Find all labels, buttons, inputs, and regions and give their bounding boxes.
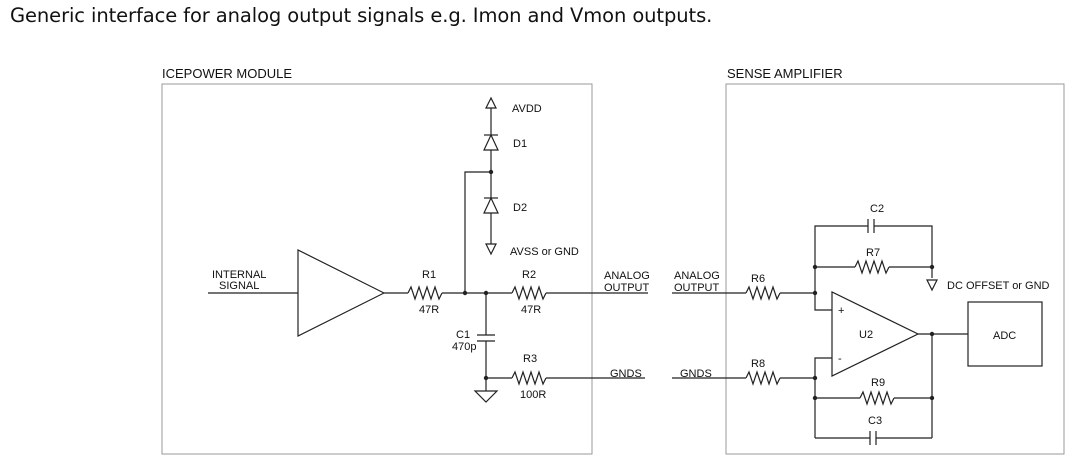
opamp-plus-label: + — [838, 305, 844, 317]
d2-label: D2 — [513, 202, 527, 214]
diode-d1 — [483, 133, 499, 151]
dc-offset-symbol — [926, 279, 938, 292]
internal-signal-label-2: SIGNAL — [219, 280, 259, 292]
sense-amplifier-label: SENSE AMPLIFIER — [727, 66, 843, 81]
resistor-r3 — [511, 370, 547, 386]
junction-r1 — [462, 290, 468, 296]
r1-label: R1 — [422, 269, 436, 281]
resistor-r6 — [745, 285, 781, 301]
resistor-r9 — [859, 390, 895, 406]
junction-r9-left — [812, 395, 818, 401]
resistor-r7 — [854, 259, 890, 275]
c1-value: 470p — [452, 341, 476, 353]
avdd-label: AVDD — [512, 103, 542, 115]
wire-to-diodes — [464, 171, 491, 293]
internal-signal-label: INTERNAL — [212, 269, 266, 281]
c3-label: C3 — [868, 415, 882, 427]
resistor-r2 — [511, 285, 547, 301]
junction-r7-right — [929, 264, 935, 270]
avss-label: AVSS or GND — [510, 246, 579, 258]
buffer-amplifier — [297, 249, 386, 337]
gnds-label-module: GNDS — [610, 368, 642, 380]
r8-label: R8 — [751, 358, 765, 370]
opamp-minus-label: - — [838, 353, 842, 365]
sense-amplifier-box — [725, 83, 1065, 455]
junction-r7-left — [812, 264, 818, 270]
resistor-r1 — [407, 285, 443, 301]
gnds-label-amp: GNDS — [680, 368, 712, 380]
icepower-module-label: ICEPOWER MODULE — [162, 66, 292, 81]
icepower-module-box — [161, 83, 593, 455]
dc-offset-label: DC OFFSET or GND — [947, 280, 1050, 292]
r3-label: R3 — [523, 353, 537, 365]
analog-output-label: ANALOG — [604, 270, 650, 282]
amp-analog-output-label: ANALOG — [674, 270, 720, 282]
avss-symbol — [485, 243, 497, 256]
r7-label: R7 — [866, 247, 880, 259]
r6-label: R6 — [751, 273, 765, 285]
wire-minus-input — [814, 357, 832, 378]
d1-label: D1 — [513, 138, 527, 150]
page-title: Generic interface for analog output sign… — [10, 4, 713, 27]
junction-r9-right — [929, 395, 935, 401]
u2-label: U2 — [859, 329, 873, 341]
c2-label: C2 — [870, 203, 884, 215]
c1-label: C1 — [456, 329, 470, 341]
wire-plus-input — [814, 293, 832, 311]
amp-analog-output-label-2: OUTPUT — [674, 282, 720, 294]
r1-value: 47R — [419, 304, 439, 316]
wire-c2-right — [874, 225, 933, 278]
opamp-u2 — [831, 291, 920, 377]
r2-value: 47R — [521, 304, 541, 316]
diode-d2 — [483, 196, 499, 214]
adc-block — [967, 301, 1043, 367]
ground-symbol — [473, 390, 499, 403]
adc-label: ADC — [993, 330, 1016, 342]
analog-output-label-2: OUTPUT — [604, 282, 650, 294]
r2-label: R2 — [522, 269, 536, 281]
r9-label: R9 — [871, 377, 885, 389]
resistor-r8 — [745, 370, 781, 386]
wire-c2-left — [814, 225, 868, 293]
r3-value: 100R — [520, 389, 546, 401]
avdd-symbol — [485, 96, 497, 109]
